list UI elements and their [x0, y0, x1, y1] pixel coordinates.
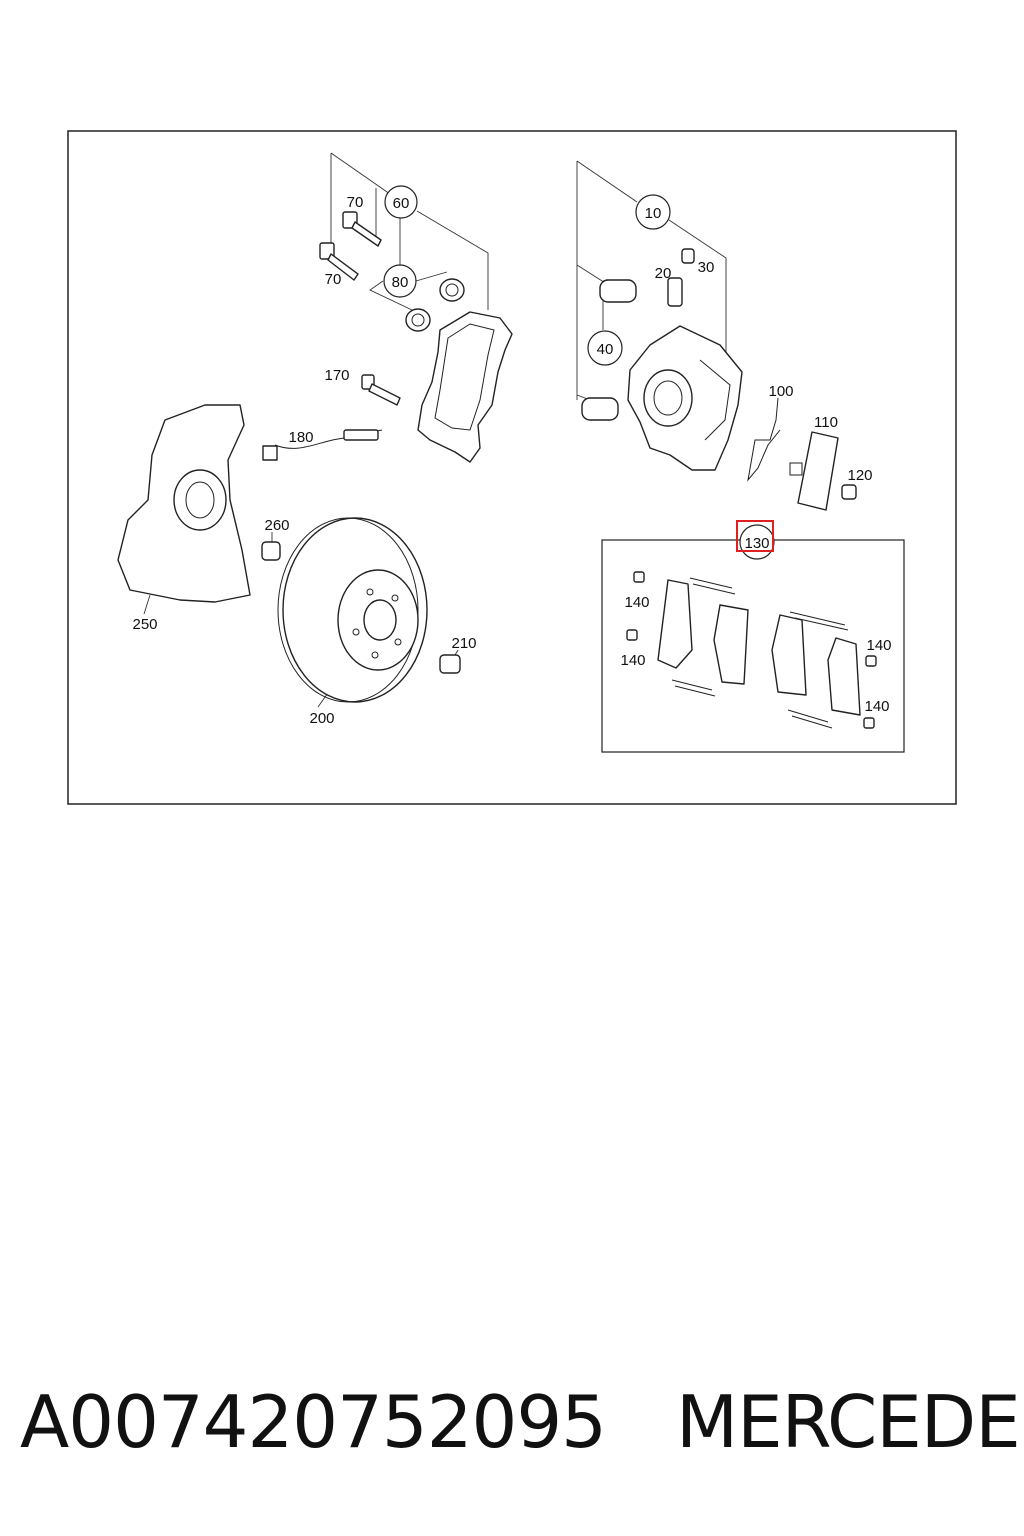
pad-kit-box: [601, 539, 905, 753]
label-80: 80: [392, 274, 409, 291]
label-70-upper: 70: [347, 194, 364, 211]
guide-pin-40-upper: [599, 279, 637, 303]
label-140-c: 140: [866, 637, 891, 654]
label-140-a: 140: [624, 594, 649, 611]
label-10: 10: [645, 205, 662, 222]
label-20: 20: [655, 265, 672, 282]
label-200: 200: [309, 710, 334, 727]
guide-pin-40-lower: [581, 397, 619, 421]
label-260: 260: [264, 517, 289, 534]
label-140-b: 140: [620, 652, 645, 669]
label-30: 30: [698, 259, 715, 276]
brake-parts-diagram: 60 70 70 80 10 20 30 40 170 180 100 110 …: [67, 130, 957, 805]
spring-100: [747, 397, 781, 482]
bolt-170: [361, 374, 401, 406]
label-180: 180: [288, 429, 313, 446]
bushing-80-upper: [439, 278, 465, 302]
bleed-screw-20: [667, 277, 683, 307]
leader-lines: [143, 152, 757, 708]
part-number: A007420752095: [20, 1380, 607, 1464]
bolt-70-upper: [342, 211, 382, 247]
dust-shield-250: [117, 404, 251, 603]
label-100: 100: [768, 383, 793, 400]
label-110: 110: [814, 414, 838, 431]
callout-60-circle: [384, 185, 418, 219]
callout-10-circle: [635, 194, 671, 230]
label-60: 60: [393, 195, 410, 212]
bleed-cap-30: [681, 248, 695, 264]
caption: A007420752095 MERCEDES: [20, 1372, 1024, 1472]
bolt-70-lower: [319, 242, 359, 281]
wear-sensor-180: [262, 429, 383, 461]
brake-pads-kit-130: [626, 571, 877, 729]
label-40: 40: [597, 341, 614, 358]
caliper-carrier-60: [417, 311, 513, 463]
brake-disc-200: [277, 517, 428, 703]
brand-name: MERCEDES: [675, 1380, 1024, 1464]
callout-40-circle: [587, 330, 623, 366]
label-140-d: 140: [864, 698, 889, 715]
label-210: 210: [451, 635, 476, 652]
anti-noise-plate-110: [789, 431, 839, 511]
label-130: 130: [744, 535, 769, 552]
label-70-lower: 70: [325, 271, 342, 288]
bolt-120: [841, 484, 857, 500]
label-170: 170: [324, 367, 349, 384]
diagram-frame: [67, 130, 957, 805]
callout-130-highlight: [736, 520, 774, 552]
nut-210: [439, 654, 461, 674]
label-120: 120: [847, 467, 872, 484]
label-250: 250: [132, 616, 157, 633]
brake-caliper-10: [627, 325, 743, 471]
bushing-80-lower: [405, 308, 431, 332]
callout-80-circle: [383, 264, 417, 298]
bolt-260: [261, 541, 281, 561]
part-labels: 60 70 70 80 10 20 30 40 170 180 100 110 …: [132, 194, 891, 727]
